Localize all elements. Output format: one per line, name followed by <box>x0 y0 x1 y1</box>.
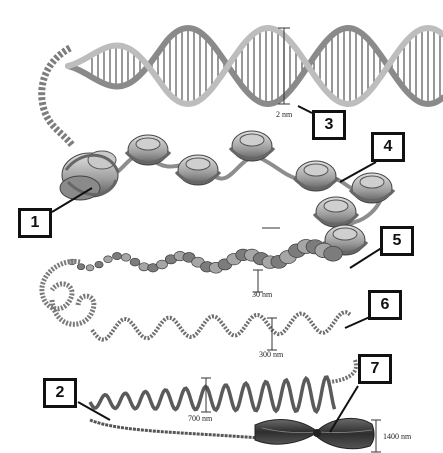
dna-tail <box>42 48 72 145</box>
double-helix <box>68 28 443 104</box>
nucleosome-bead <box>230 131 274 161</box>
nucleosome-bead <box>126 135 170 165</box>
scale-label-2nm: 2 nm <box>276 110 292 119</box>
callout-5: 5 <box>380 226 414 256</box>
coil-700nm <box>90 377 335 412</box>
coil-300nm <box>92 312 350 339</box>
callout-7: 7 <box>358 354 392 384</box>
scale-label-700nm: 700 nm <box>188 414 212 423</box>
nucleosome-bead <box>350 173 394 203</box>
scale-label-300nm: 300 nm <box>259 350 283 359</box>
scale-label-30nm: 30 nm <box>252 290 272 299</box>
fiber-bead <box>77 264 84 270</box>
fiber-bead <box>121 254 130 262</box>
coiled-700nm <box>90 360 356 438</box>
nucleosome-bead <box>294 161 338 191</box>
callout-4: 4 <box>371 132 405 162</box>
callout-2: 2 <box>43 378 77 408</box>
fiber-bead <box>130 258 140 266</box>
thin-fiber-tail <box>90 420 260 438</box>
nucleosome-cluster <box>60 151 118 200</box>
looped-fiber <box>42 261 350 339</box>
callout-1: 1 <box>18 208 52 238</box>
dna-strand-b <box>68 28 443 104</box>
30nm-fiber <box>69 240 343 274</box>
scale-bar-300nm <box>267 318 277 350</box>
metaphase-chromosome <box>255 418 374 448</box>
fiber-bead <box>324 246 343 261</box>
callout-6: 6 <box>368 290 402 320</box>
fiber-bead <box>104 256 113 263</box>
beads-on-string <box>95 131 394 255</box>
fiber-bead <box>86 265 94 271</box>
fiber-bead <box>113 253 122 260</box>
fiber-bead <box>95 261 103 268</box>
nucleosome-bead <box>176 155 220 185</box>
callout-3: 3 <box>312 110 346 140</box>
scale-label-1400nm: 1400 nm <box>383 432 411 441</box>
